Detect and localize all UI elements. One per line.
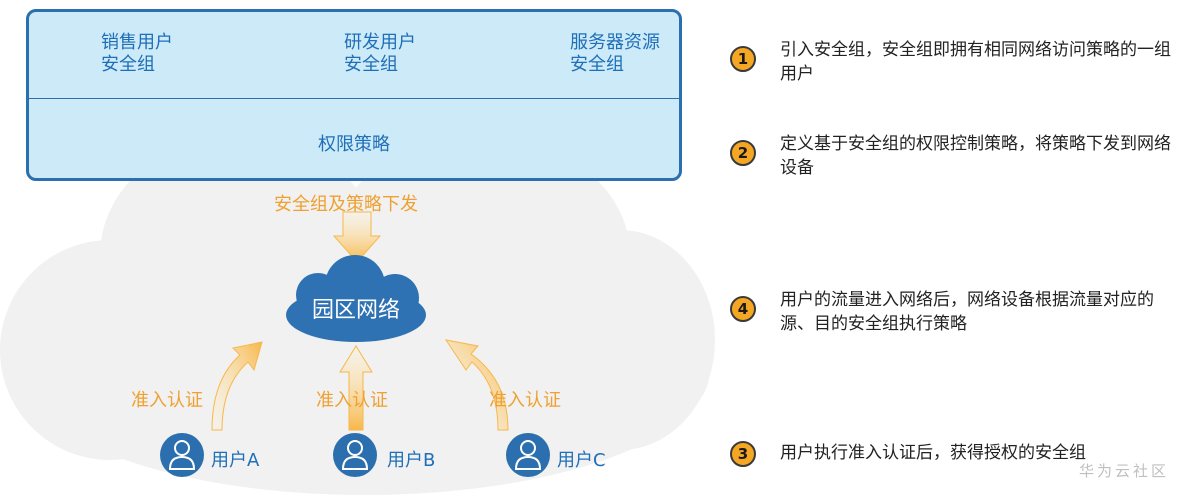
- auth-label-c: 准入认证: [489, 390, 561, 411]
- auth-arrow-c: [444, 339, 509, 431]
- step-text: 定义基于安全组的权限控制策略，将策略下发到网络设备: [780, 134, 1171, 178]
- campus-network-label: 园区网络: [311, 298, 400, 323]
- user-icon: [160, 433, 204, 477]
- watermark: 华为云社区: [1078, 462, 1169, 480]
- group-label-sales: 销售用户 安全组: [101, 32, 173, 76]
- user-label-c: 用户C: [557, 450, 606, 471]
- step-text: 用户的流量进入网络后，网络设备根据流量对应的源、目的安全组执行策略: [780, 290, 1154, 334]
- user-icon: [506, 433, 550, 477]
- step-number-badge: 4: [730, 296, 756, 322]
- auth-arrow-b: [339, 345, 373, 431]
- group-name: 销售用户: [101, 32, 173, 53]
- step-number-badge: 3: [730, 441, 756, 467]
- user-label-b: 用户B: [387, 450, 436, 471]
- deliver-label: 安全组及策略下发: [274, 194, 418, 215]
- group-name: 研发用户: [344, 32, 416, 53]
- group-suffix: 安全组: [570, 54, 624, 75]
- auth-arrow-a: [211, 341, 263, 431]
- step-number-badge: 2: [730, 140, 756, 166]
- group-suffix: 安全组: [101, 54, 155, 75]
- step-1: 1 引入安全组，安全组即拥有相同网络访问策略的一组用户: [730, 40, 1180, 106]
- group-suffix: 安全组: [344, 54, 398, 75]
- user-icon: [333, 433, 377, 477]
- group-label-server: 服务器资源 安全组: [570, 32, 660, 76]
- step-text: 引入安全组，安全组即拥有相同网络访问策略的一组用户: [780, 40, 1171, 84]
- panel-divider: [29, 98, 679, 99]
- step-2: 2 定义基于安全组的权限控制策略，将策略下发到网络设备: [730, 134, 1180, 200]
- user-label-a: 用户A: [211, 450, 260, 471]
- auth-label-a: 准入认证: [131, 390, 203, 411]
- policy-label: 权限策略: [318, 134, 390, 155]
- step-text: 用户执行准入认证后，获得授权的安全组: [780, 443, 1086, 463]
- group-label-rd: 研发用户 安全组: [344, 32, 416, 76]
- security-group-panel: 权限策略: [26, 9, 682, 181]
- step-3: 3 用户执行准入认证后，获得授权的安全组: [730, 441, 1180, 501]
- campus-cloud-icon: [286, 255, 426, 342]
- step-4: 4 用户的流量进入网络后，网络设备根据流量对应的源、目的安全组执行策略: [730, 290, 1180, 356]
- step-number-badge: 1: [730, 46, 756, 72]
- deliver-arrow: [332, 211, 382, 263]
- auth-label-b: 准入认证: [316, 390, 388, 411]
- group-name: 服务器资源: [570, 32, 660, 53]
